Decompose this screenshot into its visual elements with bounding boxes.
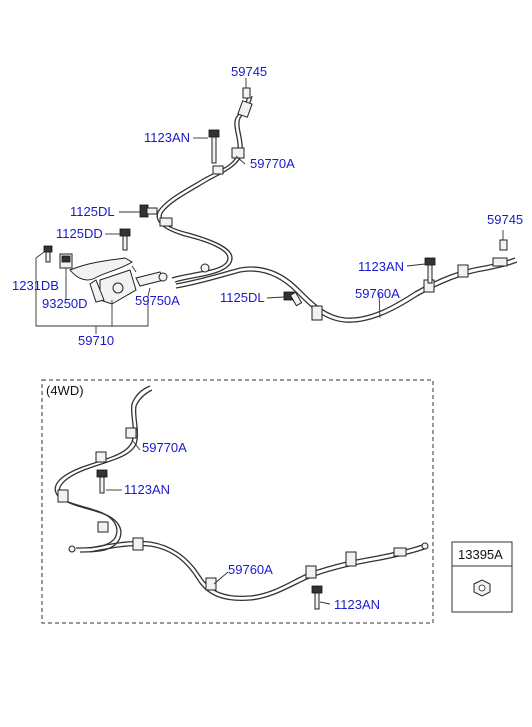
label-59770A-top: 59770A [250,156,295,171]
bolt-1123AN-top [208,129,220,164]
label-1125DD: 1125DD [56,226,103,241]
bolt-1125DL-mid [283,291,303,307]
clip-59745-right [499,230,508,251]
cable-59770A-4wd [54,385,153,553]
cable-59760A-4wd [89,537,429,602]
label-1123AN-4wd-a: 1123AN [124,482,170,497]
label-1231DB: 1231DB [12,278,59,293]
label-1123AN-4wd-b: 1123AN [334,597,380,612]
label-59760A-top: 59760A [355,286,400,301]
leader-lines-top [35,137,426,334]
bolt-1123AN-right [424,257,436,284]
lever-assembly-59710 [69,257,137,305]
label-1123AN-right: 1123AN [358,259,404,274]
bolt-1125DL-left [139,204,158,218]
label-1123AN-top: 1123AN [144,130,190,145]
cable-59760A-top [175,257,518,323]
label-59745-top: 59745 [231,64,267,79]
label-93250D: 93250D [42,296,88,311]
cable-59770A-top [156,95,253,283]
label-13395A: 13395A [458,547,503,562]
label-59745-right: 59745 [487,212,523,227]
part-box-13395A: 13395A [451,541,513,613]
bolt-1125DD [119,228,131,251]
clip-59745-top [242,78,251,99]
label-59750A: 59750A [135,293,180,308]
label-59760A-4wd: 59760A [228,562,273,577]
switch-93250D [59,253,73,269]
section-4wd-border [41,379,434,624]
label-1125DL-left: 1125DL [70,204,115,219]
bolt-1123AN-4wd-b [311,585,323,610]
section-4wd-title: (4WD) [46,383,84,398]
nut-icon [473,579,491,597]
label-1125DL-mid: 1125DL [220,290,265,305]
equalizer-59750A [131,265,168,287]
screw-1231DB [43,245,53,263]
label-59770A-4wd: 59770A [142,440,187,455]
label-59710: 59710 [78,333,114,348]
leader-lines-4wd [106,439,331,605]
bolt-1123AN-4wd-a [96,469,108,494]
